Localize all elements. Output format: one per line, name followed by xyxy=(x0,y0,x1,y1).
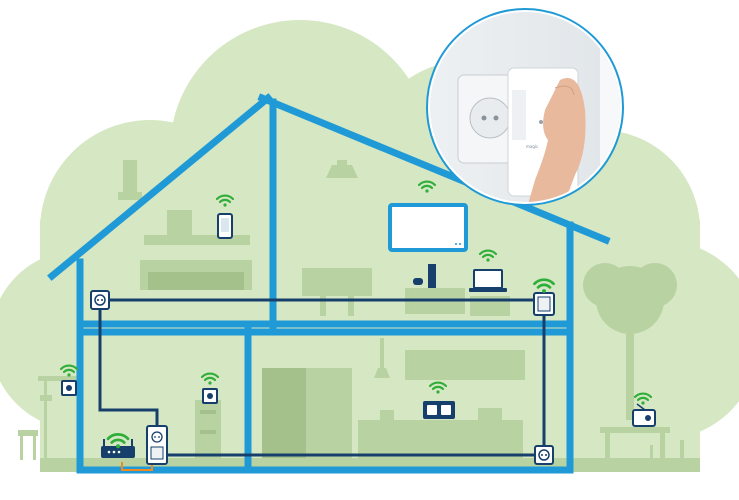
power-socket-icon xyxy=(534,445,554,465)
powerline-adapter-icon xyxy=(146,425,168,465)
wifi-signal-icon xyxy=(478,249,498,262)
garden-table xyxy=(600,427,670,460)
kitchen-furniture xyxy=(262,338,525,460)
game-console-icon xyxy=(413,264,436,288)
wifi-signal-icon xyxy=(200,372,220,385)
powerline-adapter-icon xyxy=(533,292,555,316)
wifi-signal-icon xyxy=(533,278,555,293)
radio-icon xyxy=(423,401,455,419)
outdoor-chair xyxy=(18,430,38,460)
product-mark-text: magic xyxy=(526,144,538,149)
garden-plants xyxy=(650,440,684,460)
wifi-signal-icon xyxy=(428,381,448,394)
wifi-signal-icon xyxy=(417,180,437,193)
wifi-signal-icon xyxy=(633,392,653,405)
garden-tree xyxy=(583,263,677,420)
bedroom-furniture xyxy=(118,160,252,290)
power-socket-icon xyxy=(90,290,110,310)
plug-in-adapter-photo: magic xyxy=(426,8,624,206)
office-furniture xyxy=(100,400,221,464)
wifi-signal-icon xyxy=(106,433,130,449)
wifi-router-icon xyxy=(101,439,135,458)
television-icon xyxy=(388,203,468,252)
house-outline-icon xyxy=(47,93,611,474)
wifi-signal-icon xyxy=(59,364,79,377)
outdoor-device-icon xyxy=(61,380,77,396)
wifi-signal-icon xyxy=(215,194,235,207)
garden-radio-icon xyxy=(632,403,656,427)
outdoor-lamp xyxy=(38,376,78,461)
device-box-icon xyxy=(202,388,218,404)
laptop-icon xyxy=(469,269,507,292)
tablet-icon xyxy=(217,213,233,239)
